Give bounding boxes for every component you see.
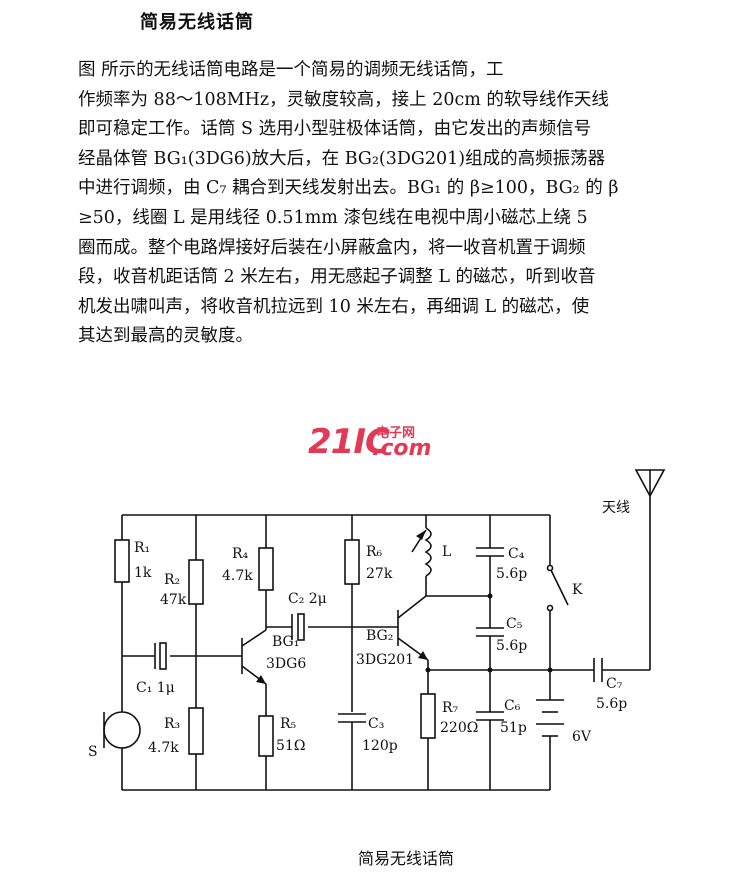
paragraph-line: 机发出啸叫声，将收音机拉远到 10 米左右，再细调 L 的磁芯，使 [78,296,590,317]
r3-value: 4.7k [148,740,179,756]
r4-resistor [258,547,274,591]
mic-symbol [103,711,141,749]
r4-label: R₄ [232,546,249,562]
paragraph-line: ≥50，线圈 L 是用线径 0.51mm 漆包线在电视中周小磁芯上绕 5 [78,207,588,228]
r7-resistor [420,693,436,739]
r7-label: R₇ [442,700,459,716]
paragraph-line: 作频率为 88～108MHz，灵敏度较高，接上 20cm 的软导线作天线 [78,89,609,110]
paragraph-line: 经晶体管 BG₁(3DG6)放大后，在 BG₂(3DG201)组成的高频振荡器 [78,148,606,169]
r3-label: R₃ [164,716,180,732]
bg1-label: BG₁ [272,634,299,650]
k-label: K [572,582,583,598]
r7-value: 220Ω [440,720,478,736]
r1-value: 1k [134,565,152,581]
article-paragraph: 图 所示的无线话筒电路是一个简易的调频无线话筒，工 作频率为 88～108MHz… [78,56,733,352]
watermark-main: 21IC [308,422,390,462]
c6-label: C₆ [504,698,521,714]
paragraph-line: 圈而成。整个电路焊接好后装在小屏蔽盒内，将一收音机置于调频 [78,237,586,258]
r5-resistor [258,715,274,757]
l-coil [424,527,432,577]
l-label: L [442,544,451,560]
watermark-small: 电子网 [376,426,416,441]
c1-plate [159,642,167,670]
r5-value: 51Ω [276,738,305,754]
r2-value: 47k [160,592,187,608]
figure-caption: 简易无线话筒 [358,849,455,868]
c4-label: C₄ [508,546,525,562]
r4-value: 4.7k [222,568,253,584]
r2-label: R₂ [164,572,180,588]
paragraph-line: 即可稳定工作。话筒 S 选用小型驻极体话筒，由它发出的声频信号 [78,119,592,140]
bg2-value: 3DG201 [356,652,414,668]
r3-resistor [188,707,204,755]
c3-label: C₃ [368,716,384,732]
antenna-label: 天线 [602,500,630,516]
r1-resistor [114,539,130,583]
mic-label: S [88,744,98,760]
c7-label: C₇ [606,676,623,692]
r6-value: 27k [366,566,393,582]
c2-plate [297,613,305,641]
c2-label: C₂ 2μ [288,591,327,607]
battery-label: 6V [572,729,592,745]
r6-label: R₆ [366,544,383,560]
bg1-value: 3DG6 [266,656,306,672]
k-switch [549,567,569,606]
site-watermark: 21IC 电子网 .com [308,422,431,462]
watermark-com: .com [372,436,432,461]
r2-resistor [188,559,204,605]
c5-value: 5.6p [496,638,527,654]
r5-label: R₅ [280,716,297,732]
c5-label: C₅ [506,616,523,632]
c1-label: C₁ 1μ [136,680,175,696]
r1-label: R₁ [134,540,150,556]
article-title: 简易无线话筒 [140,12,254,33]
c7-value: 5.6p [596,696,627,712]
c6-value: 51p [500,720,527,736]
c4-value: 5.6p [496,566,527,582]
bg2-label: BG₂ [366,628,393,644]
paragraph-line: 段，收音机距话筒 2 米左右，用无感起子调整 L 的磁芯，听到收音 [78,267,596,288]
paragraph-line: 其达到最高的灵敏度。 [78,326,253,347]
paragraph-line: 图 所示的无线话筒电路是一个简易的调频无线话筒，工 [78,60,504,80]
r6-resistor [344,539,360,585]
c3-value: 120p [362,738,398,754]
paragraph-line: 中进行调频，由 C₇ 耦合到天线发射出去。BG₁ 的 β≥100，BG₂ 的 β [78,178,619,199]
